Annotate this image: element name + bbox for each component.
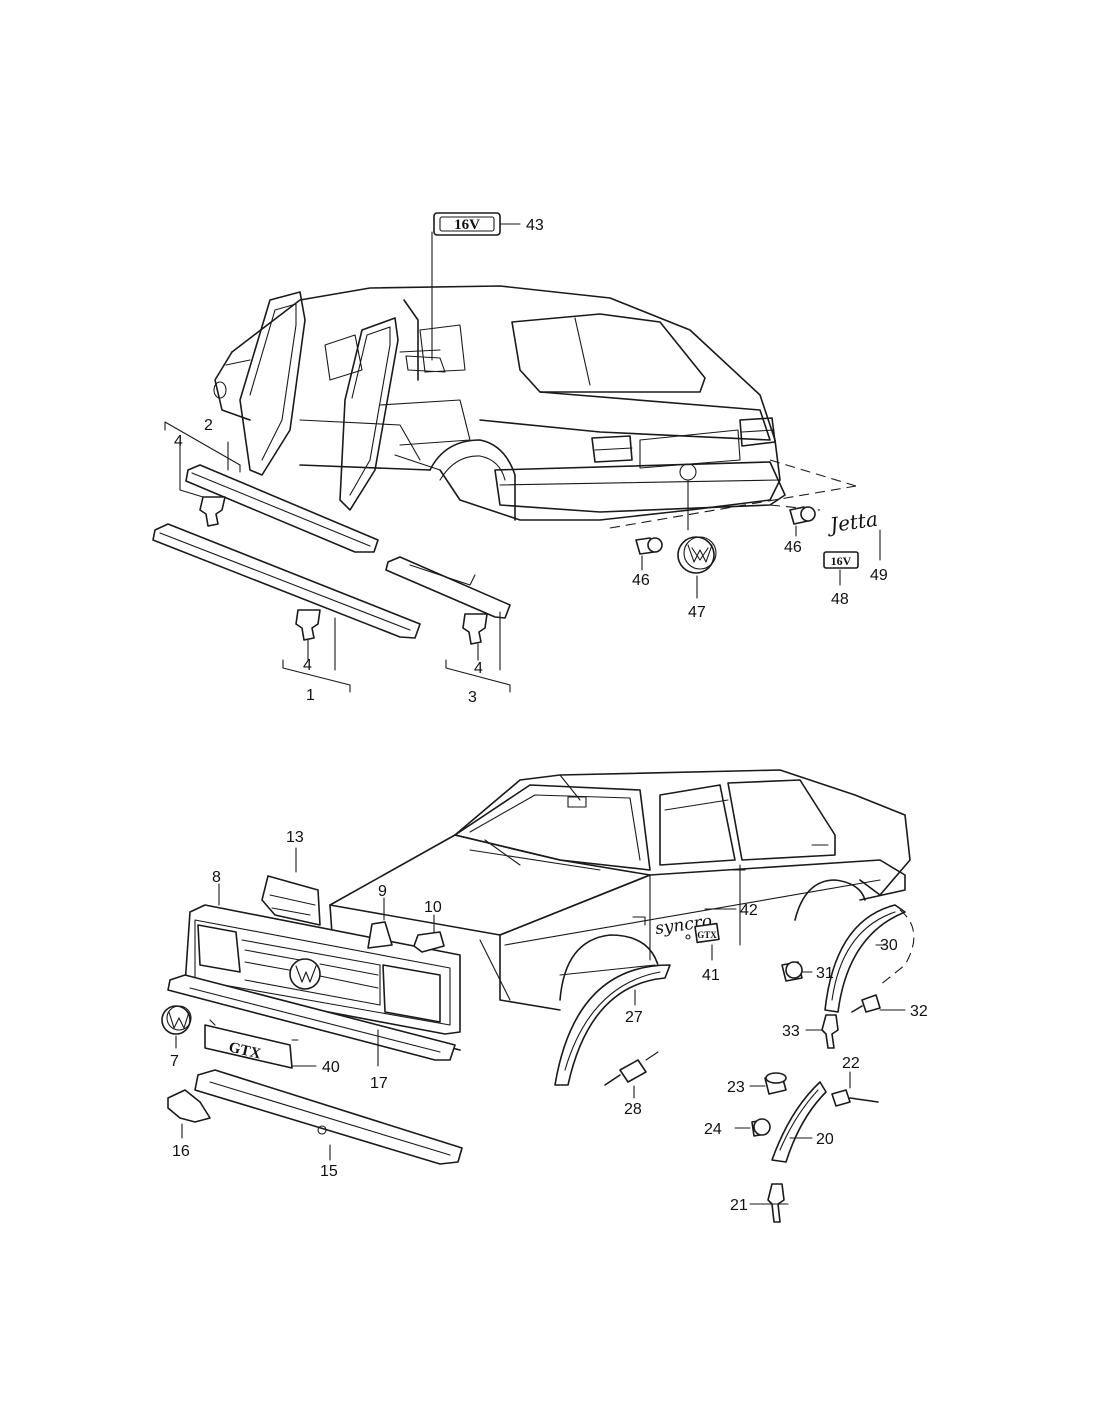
rivet-22 [831,1089,879,1107]
sill-strip-upper [185,464,379,553]
trim-piece-20 [771,1081,827,1163]
arch-extension-rear [824,904,906,1013]
vw-emblem-front [161,1005,192,1035]
callout-8: 8 [212,869,221,886]
callout-1: 1 [306,687,315,704]
callout-42: 42 [740,902,758,919]
bracket-9 [367,921,393,949]
callout-22: 22 [842,1055,860,1072]
script-jetta: Jetta [825,507,880,538]
callout-4b: 4 [303,657,312,674]
callout-16: 16 [172,1143,190,1160]
sill-strip-lower [152,523,421,639]
callout-46a: 46 [632,572,650,589]
callout-23: 23 [727,1079,745,1096]
clip-4b [295,609,321,641]
callout-13: 13 [286,829,304,846]
rivet-28 [604,1051,659,1086]
grommet-23 [764,1072,787,1095]
fastener-46b [789,506,816,525]
callout-41: 41 [702,967,720,984]
callout-15: 15 [320,1163,338,1180]
fastener-46a [635,537,663,555]
callout-2: 2 [204,417,213,434]
callout-27: 27 [625,1009,643,1026]
rear-car-illustration [213,231,786,521]
nut-31 [781,961,803,982]
callout-47: 47 [688,604,706,621]
spoiler-strip [167,974,456,1061]
clip-4a [199,496,226,527]
badge-gtx-side: GTX [685,922,720,944]
heat-shield [261,875,321,926]
callout-49: 49 [870,567,888,584]
bracket-16 [167,1089,211,1123]
arch-extension-front [554,964,671,1086]
callout-4a: 4 [174,433,183,450]
callout-48: 48 [831,591,849,608]
clip-33 [821,1014,839,1049]
callout-10: 10 [424,899,442,916]
callout-30: 30 [880,937,898,954]
callout-46b: 46 [784,539,802,556]
clip-4c [462,613,488,645]
callout-33: 33 [782,1023,800,1040]
sill-strip-rear [385,556,511,619]
callout-40: 40 [322,1059,340,1076]
lower-spoiler [194,1069,463,1165]
badge-16v-small-text: 16V [831,554,852,568]
rivet-32 [851,994,881,1013]
callout-3: 3 [468,689,477,706]
callout-21: 21 [730,1197,748,1214]
callout-20: 20 [816,1131,834,1148]
script-jetta-text: Jetta [825,507,880,538]
badge-gtx-front: GTX [204,1019,299,1069]
nut-24 [751,1118,771,1137]
callout-9: 9 [378,883,387,900]
badge-16v-small: 16V [823,551,859,569]
callout-31: 31 [816,965,834,982]
badge-16v-top: 16V [433,212,501,236]
clip-21 [765,1183,789,1223]
callout-4c: 4 [474,660,483,677]
badge-gtx-front-text: GTX [227,1040,262,1063]
vw-emblem-rear [677,536,717,574]
callout-32: 32 [910,1003,928,1020]
callout-7: 7 [170,1053,179,1070]
badge-gtx-side-text: GTX [697,930,717,940]
callout-28: 28 [624,1101,642,1118]
callout-17: 17 [370,1075,388,1092]
callout-24: 24 [704,1121,722,1138]
badge-16v-top-text: 16V [454,217,480,233]
callout-43: 43 [526,217,544,234]
bracket-10 [413,931,445,953]
